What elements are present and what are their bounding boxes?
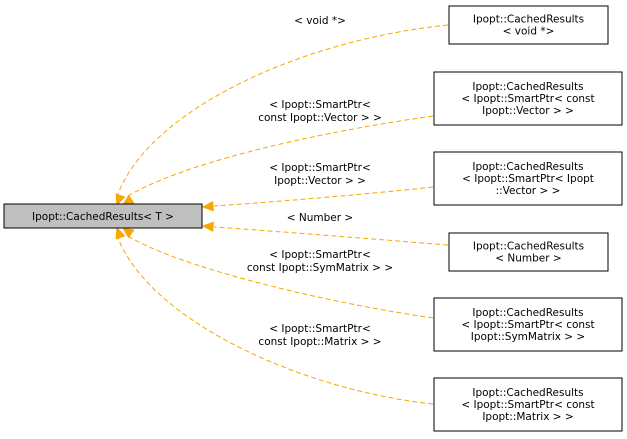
derived-node[interactable]: Ipopt::CachedResults< Ipopt::SmartPtr< c… bbox=[433, 377, 623, 432]
edge-label: const Ipopt::SymMatrix > > bbox=[247, 262, 393, 274]
edge-line bbox=[213, 226, 449, 246]
edge-line bbox=[127, 115, 434, 197]
edge-label: < void *> bbox=[294, 15, 346, 27]
inheritance-edge: < Ipopt::SmartPtr<const Ipopt::Matrix > … bbox=[115, 226, 434, 405]
derived-node-label: Ipopt::CachedResults bbox=[473, 241, 584, 253]
edge-line bbox=[127, 235, 434, 319]
derived-node[interactable]: Ipopt::CachedResults< void *> bbox=[448, 5, 609, 45]
nodes: Ipopt::CachedResults< T > Ipopt::CachedR… bbox=[3, 5, 623, 432]
edge-label: < Ipopt::SmartPtr< bbox=[269, 249, 371, 261]
arrow-head-icon bbox=[115, 193, 126, 207]
base-node[interactable]: Ipopt::CachedResults< T > bbox=[3, 203, 203, 229]
derived-node-box bbox=[448, 5, 609, 45]
inheritance-edge: < Ipopt::SmartPtr<Ipopt::Vector > > bbox=[201, 162, 434, 212]
edge-label: const Ipopt::Matrix > > bbox=[258, 336, 381, 348]
inheritance-edge: < Ipopt::SmartPtr<const Ipopt::SymMatrix… bbox=[122, 227, 434, 319]
edge-label: < Ipopt::SmartPtr< bbox=[269, 162, 371, 174]
edges: < void *>< Ipopt::SmartPtr<const Ipopt::… bbox=[115, 15, 449, 405]
derived-node-label: < Ipopt::SmartPtr< const bbox=[461, 319, 594, 331]
derived-node-label: Ipopt::CachedResults bbox=[472, 81, 583, 93]
arrow-head-icon bbox=[115, 226, 126, 240]
derived-node[interactable]: Ipopt::CachedResults< Number > bbox=[448, 232, 609, 272]
inheritance-edge: < Ipopt::SmartPtr<const Ipopt::Vector > … bbox=[122, 99, 434, 206]
derived-node[interactable]: Ipopt::CachedResults< Ipopt::SmartPtr< c… bbox=[433, 71, 623, 126]
arrow-head-icon bbox=[201, 201, 214, 212]
derived-node-label: Ipopt::CachedResults bbox=[472, 307, 583, 319]
derived-node-box bbox=[433, 71, 623, 126]
derived-node-label: Ipopt::SymMatrix > > bbox=[471, 331, 585, 343]
base-node-box bbox=[3, 203, 203, 229]
edge-label: const Ipopt::Vector > > bbox=[258, 112, 382, 124]
derived-node-box bbox=[433, 297, 623, 352]
inheritance-edge: < void *> bbox=[115, 15, 449, 207]
derived-node[interactable]: Ipopt::CachedResults< Ipopt::SmartPtr< I… bbox=[433, 151, 623, 206]
base-node-label: Ipopt::CachedResults< T > bbox=[32, 211, 174, 223]
edge-line bbox=[117, 237, 434, 405]
derived-node[interactable]: Ipopt::CachedResults< Ipopt::SmartPtr< c… bbox=[433, 297, 623, 352]
derived-node-label: < Ipopt::SmartPtr< Ipopt bbox=[462, 173, 594, 185]
derived-node-label: < void *> bbox=[503, 26, 555, 38]
derived-node-label: Ipopt::CachedResults bbox=[473, 14, 584, 26]
edge-label: < Ipopt::SmartPtr< bbox=[269, 99, 371, 111]
derived-node-label: ::Vector > > bbox=[496, 185, 561, 197]
derived-node-box bbox=[433, 377, 623, 432]
edge-label: < Number > bbox=[287, 212, 353, 224]
derived-node-label: < Ipopt::SmartPtr< const bbox=[461, 399, 594, 411]
edge-line bbox=[213, 186, 434, 207]
derived-node-label: < Number > bbox=[495, 253, 561, 265]
derived-node-label: < Ipopt::SmartPtr< const bbox=[461, 93, 594, 105]
derived-node-box bbox=[448, 232, 609, 272]
edge-label: < Ipopt::SmartPtr< bbox=[269, 323, 371, 335]
edge-label: Ipopt::Vector > > bbox=[274, 175, 366, 187]
derived-node-label: Ipopt::Vector > > bbox=[482, 105, 574, 117]
arrow-head-icon bbox=[122, 227, 135, 239]
derived-node-label: Ipopt::CachedResults bbox=[472, 161, 583, 173]
derived-node-label: Ipopt::Matrix > > bbox=[482, 411, 573, 423]
arrow-head-icon bbox=[201, 221, 214, 232]
derived-node-label: Ipopt::CachedResults bbox=[472, 387, 583, 399]
inheritance-edge: < Number > bbox=[201, 212, 449, 246]
edge-line bbox=[117, 24, 449, 195]
derived-node-box bbox=[433, 151, 623, 206]
